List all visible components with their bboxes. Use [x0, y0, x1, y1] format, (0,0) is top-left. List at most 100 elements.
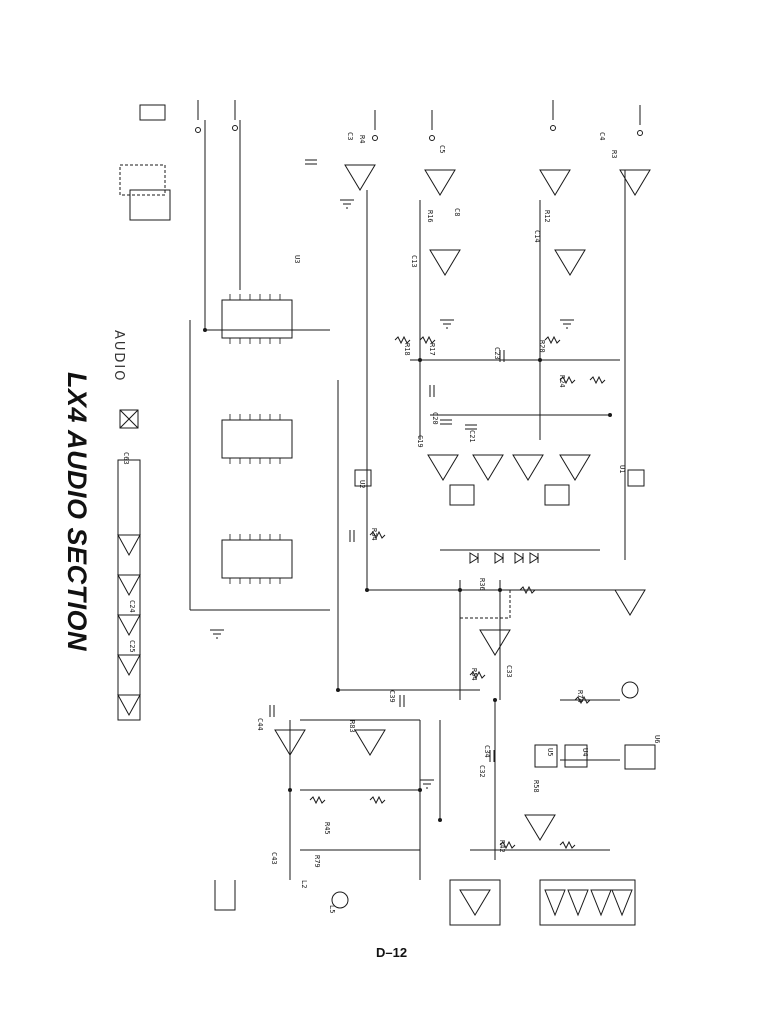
resistor	[519, 585, 536, 595]
resistor	[309, 795, 326, 805]
component-label: U6	[653, 735, 661, 743]
ic-chip	[627, 469, 645, 487]
component-label: C3	[346, 132, 354, 140]
component-label: R20	[538, 340, 546, 353]
terminal-node	[637, 130, 643, 136]
diode	[494, 552, 504, 564]
connector	[139, 104, 166, 121]
op-amp	[344, 164, 376, 191]
dashed-module	[459, 589, 511, 619]
resistor	[419, 335, 436, 345]
terminal-node	[372, 135, 378, 141]
component-label: U2	[358, 480, 366, 488]
resistor	[574, 695, 591, 705]
component-label: C4	[598, 132, 606, 140]
component-label: C44	[256, 718, 264, 731]
component-label: C5	[438, 145, 446, 153]
component-label: R17	[428, 343, 436, 356]
capacitor	[499, 350, 505, 362]
capacitor	[440, 419, 452, 425]
component-label: C13	[410, 255, 418, 268]
terminal-node	[232, 125, 238, 131]
diode	[514, 552, 524, 564]
resistor	[589, 375, 606, 385]
connector	[214, 880, 236, 911]
component-label: C23	[493, 347, 501, 360]
component-label: C43	[270, 852, 278, 865]
component-label: R58	[532, 780, 540, 793]
capacitor	[399, 695, 405, 707]
component-label: R3	[610, 150, 618, 158]
component-label: C34	[483, 745, 491, 758]
op-amp	[559, 454, 591, 481]
component-label: C20	[431, 412, 439, 425]
op-amp	[424, 169, 456, 196]
section-subtitle: AUDIO	[111, 330, 126, 383]
sub-block	[539, 879, 636, 926]
ic-chip	[221, 419, 293, 459]
component-label: C39	[388, 690, 396, 703]
component-label: R42	[498, 840, 506, 853]
component-label: C25	[128, 640, 136, 653]
component-label: R74	[576, 690, 584, 703]
op-amp	[611, 889, 633, 917]
capacitor	[489, 750, 495, 762]
ground-symbol	[440, 319, 454, 329]
ground-symbol	[210, 629, 224, 639]
op-amp	[544, 889, 566, 917]
resistor	[394, 335, 411, 345]
op-amp	[459, 889, 491, 916]
capacitor	[349, 530, 355, 542]
component-label: L5	[328, 905, 336, 913]
ic-chip	[354, 469, 372, 487]
op-amp	[539, 169, 571, 196]
ground-symbol	[340, 199, 354, 209]
component-label: U1	[618, 465, 626, 473]
component-label: C24	[128, 600, 136, 613]
transistor	[621, 681, 639, 699]
component-label: R54	[470, 668, 478, 681]
ground-symbol	[560, 319, 574, 329]
resistor	[559, 375, 576, 385]
op-amp	[117, 654, 141, 677]
capacitor	[305, 159, 317, 165]
capacitor	[429, 385, 435, 397]
op-amp	[472, 454, 504, 481]
component-label: U4	[581, 748, 589, 756]
resistor	[369, 530, 386, 540]
component-label: R16	[426, 210, 434, 223]
op-amp	[427, 454, 459, 481]
op-amp	[479, 629, 511, 656]
op-amp	[117, 574, 141, 597]
sub-block	[117, 459, 141, 721]
op-amp	[117, 534, 141, 557]
op-amp	[524, 814, 556, 841]
terminal	[197, 100, 641, 130]
ic-chip	[624, 744, 656, 770]
ic-chip	[534, 744, 558, 768]
terminal-node	[429, 135, 435, 141]
op-amp	[614, 589, 646, 616]
component-label: C63	[122, 452, 130, 465]
component-label: L2	[300, 880, 308, 888]
sub-block	[449, 879, 501, 926]
component-label: R34	[370, 528, 378, 541]
page-title: LX4 AUDIO SECTION	[62, 372, 92, 652]
component-label: C19	[416, 435, 424, 448]
op-amp	[590, 889, 612, 917]
component-label: R36	[478, 578, 486, 591]
ic-chip	[564, 744, 588, 768]
diode	[469, 552, 479, 564]
component-label: R83	[348, 720, 356, 733]
op-amp	[512, 454, 544, 481]
component-label: R79	[313, 855, 321, 868]
capacitor	[465, 424, 477, 430]
ic-chip	[221, 539, 293, 579]
op-amp	[117, 694, 141, 717]
component-label: R24	[558, 375, 566, 388]
resistor	[369, 795, 386, 805]
component-label: R18	[403, 343, 411, 356]
ground-symbol	[420, 779, 434, 789]
ic-chip	[129, 189, 171, 221]
